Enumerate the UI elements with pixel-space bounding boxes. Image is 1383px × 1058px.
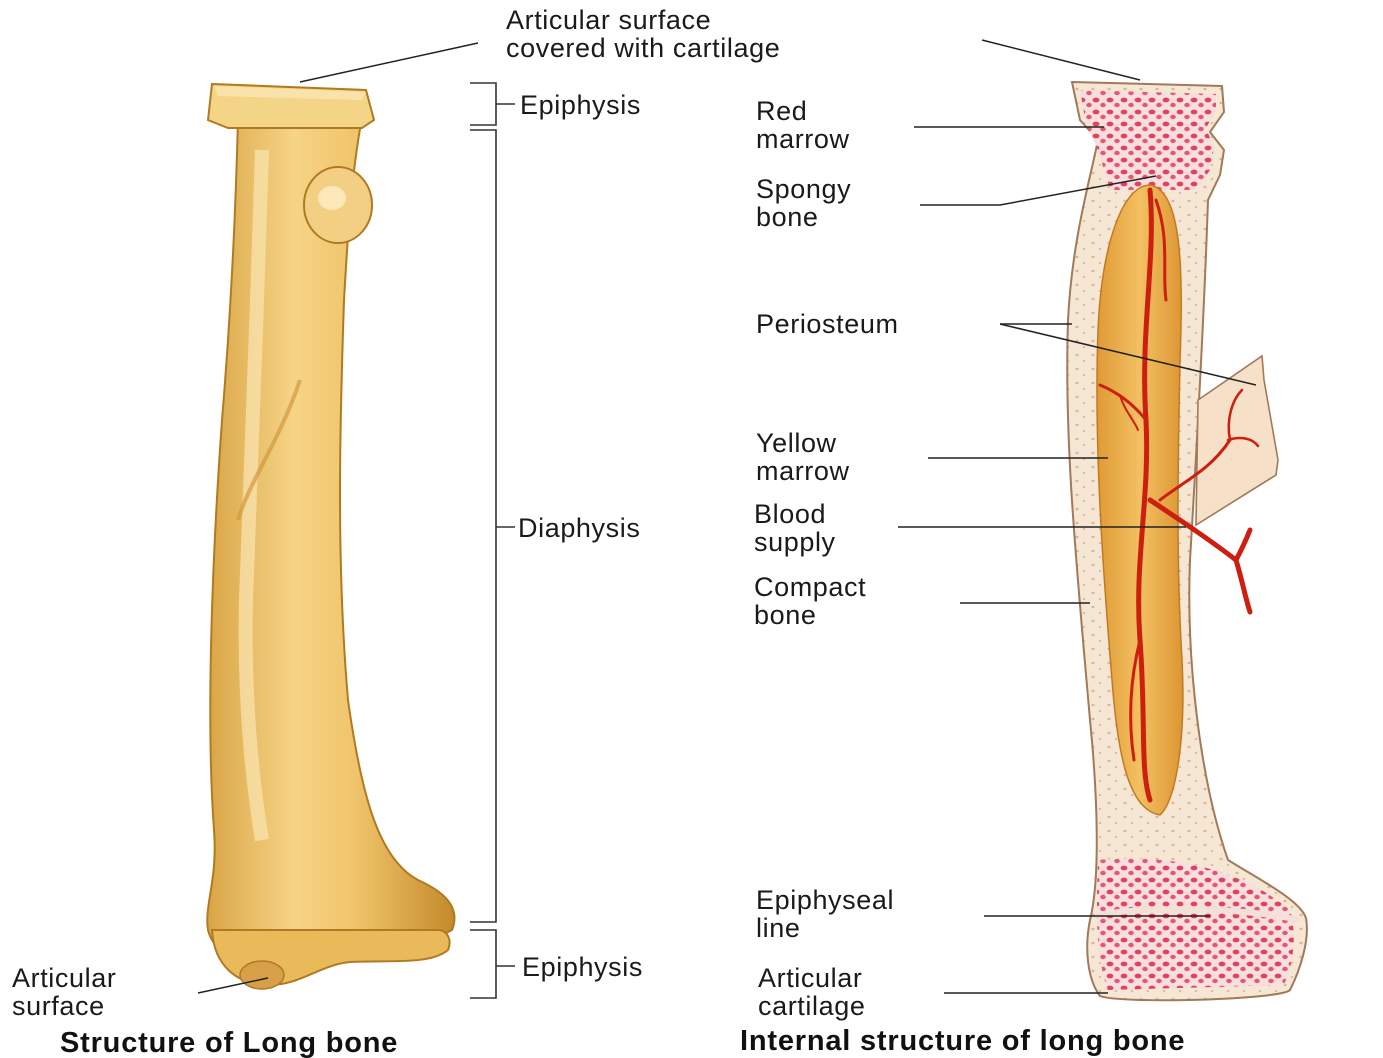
label-articular-surface-cartilage-line2: covered with cartilage xyxy=(506,33,780,63)
label-periosteum: Periosteum xyxy=(756,309,899,339)
captions: Structure of Long bone Internal structur… xyxy=(60,1025,1185,1058)
label-articular-surface-line1: Articular xyxy=(12,963,116,993)
label-blood-supply-line2: supply xyxy=(754,527,836,557)
text-labels: Articular surface covered with cartilage… xyxy=(12,5,899,1021)
caption-left: Structure of Long bone xyxy=(60,1027,398,1058)
label-articular-cartilage-line2: cartilage xyxy=(758,991,865,1021)
label-epiphyseal-line-line2: line xyxy=(756,913,800,943)
label-yellow-marrow-line2: marrow xyxy=(756,456,850,486)
label-articular-surface-line2: surface xyxy=(12,991,105,1021)
bracket-diaphysis xyxy=(470,130,496,922)
sectioned-long-bone xyxy=(1067,82,1307,1000)
label-articular-surface-cartilage-line1: Articular surface xyxy=(506,5,711,35)
label-yellow-marrow-line1: Yellow xyxy=(756,428,837,458)
label-spongy-bone-line1: Spongy xyxy=(756,174,851,204)
periosteum-flap xyxy=(1196,356,1278,525)
external-long-bone xyxy=(207,84,454,989)
label-epiphysis-bottom: Epiphysis xyxy=(522,952,643,982)
red-marrow-bottom xyxy=(1097,858,1294,990)
region-brackets xyxy=(470,83,515,998)
label-blood-supply-line1: Blood xyxy=(754,499,826,529)
label-diaphysis: Diaphysis xyxy=(518,513,640,543)
bracket-epiphysis-top xyxy=(470,83,496,125)
label-red-marrow-line1: Red xyxy=(756,96,807,126)
label-red-marrow-line2: marrow xyxy=(756,124,850,154)
label-articular-cartilage-line1: Articular xyxy=(758,963,862,993)
label-spongy-bone-line2: bone xyxy=(756,202,818,232)
caption-right: Internal structure of long bone xyxy=(740,1025,1185,1057)
label-compact-bone-line2: bone xyxy=(754,600,816,630)
label-epiphyseal-line-line1: Epiphyseal xyxy=(756,885,894,915)
label-epiphysis-top: Epiphysis xyxy=(520,90,641,120)
bracket-epiphysis-bottom xyxy=(470,930,496,998)
label-compact-bone-line1: Compact xyxy=(754,572,866,602)
